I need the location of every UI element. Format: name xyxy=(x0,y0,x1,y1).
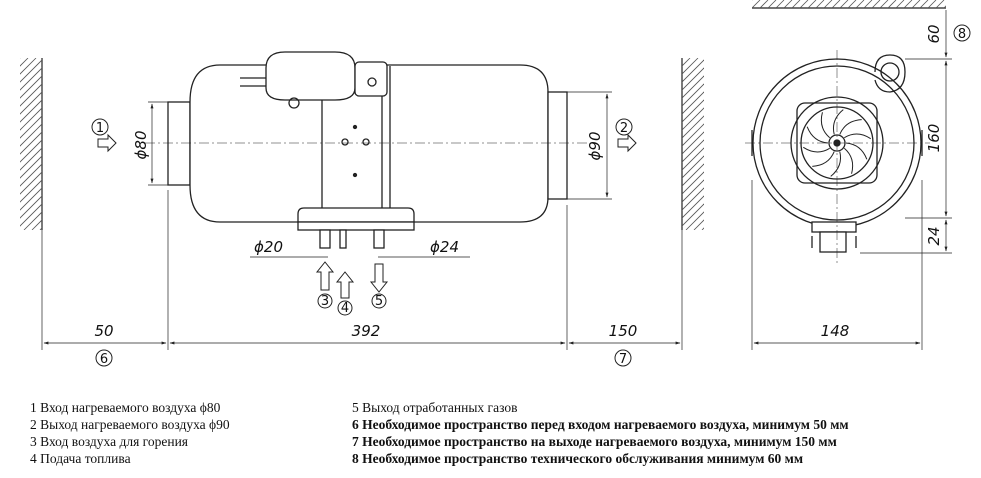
dim-service-clearance: 60 xyxy=(925,24,943,43)
callout-6: 6 xyxy=(95,349,113,367)
fan-blade xyxy=(803,146,830,153)
fan-blade xyxy=(820,112,831,139)
right-wall-hatch xyxy=(681,58,704,230)
legend-item-1: 1 Вход нагреваемого воздуха ϕ80 xyxy=(30,400,221,415)
dim-inlet-gap: 50 xyxy=(94,322,113,340)
fan-blade xyxy=(830,151,842,177)
heater-end-view xyxy=(745,50,930,265)
dim-outlet-diameter: ϕ90 xyxy=(586,132,604,161)
top-wall-hatch xyxy=(752,0,946,9)
callout-8: 8 xyxy=(953,24,971,42)
fan-blade xyxy=(812,151,835,167)
dim-pipe-exhaust: ϕ24 xyxy=(430,238,459,256)
legend-item-8: 8 Необходимое пространство технического … xyxy=(352,451,804,466)
legend-right: 5 Выход отработанных газов 6 Необходимое… xyxy=(352,399,849,467)
fan-blade xyxy=(832,109,844,135)
legend-item-4: 4 Подача топлива xyxy=(30,451,131,466)
dim-end-height: 160 xyxy=(925,124,943,153)
heater-side-view xyxy=(145,51,590,249)
dim-body-length: 392 xyxy=(352,322,381,340)
side-view-dimensions xyxy=(41,91,683,350)
combustion-air-arrow xyxy=(315,261,335,291)
svg-text:1: 1 xyxy=(96,121,104,136)
legend-item-7: 7 Необходимое пространство на выходе наг… xyxy=(352,434,837,449)
legend-item-5: 5 Выход отработанных газов xyxy=(352,400,518,415)
svg-text:2: 2 xyxy=(620,121,628,136)
legend-item-3: 3 Вход воздуха для горения xyxy=(30,434,189,449)
exhaust-arrow xyxy=(369,263,389,293)
dim-end-width: 148 xyxy=(821,322,850,340)
callout-2: 2 xyxy=(615,118,633,136)
svg-text:8: 8 xyxy=(958,27,966,42)
fan-blade xyxy=(844,133,871,140)
dim-inlet-diameter: ϕ80 xyxy=(132,131,150,160)
dim-outlet-gap: 150 xyxy=(609,322,638,340)
callout-5: 5 xyxy=(371,293,387,309)
fan-blade xyxy=(806,126,829,144)
legend-item-6: 6 Необходимое пространство перед входом … xyxy=(352,417,849,432)
svg-text:5: 5 xyxy=(375,294,383,309)
dim-pipe-combustion: ϕ20 xyxy=(254,238,283,256)
callout-1: 1 xyxy=(91,118,109,136)
callout-4: 4 xyxy=(337,300,353,316)
outlet-flow-arrow xyxy=(617,133,637,153)
fuel-arrow xyxy=(335,271,355,299)
fan-blade xyxy=(845,142,868,160)
dim-bottom-height: 24 xyxy=(925,226,943,245)
svg-text:7: 7 xyxy=(619,352,627,367)
fan-blade xyxy=(839,119,862,135)
fan-blade xyxy=(843,147,854,174)
left-wall-hatch xyxy=(20,58,43,230)
svg-text:6: 6 xyxy=(100,352,108,367)
callout-3: 3 xyxy=(317,293,333,309)
svg-text:4: 4 xyxy=(341,301,349,316)
flow-arrows xyxy=(97,133,637,299)
legend-left: 1 Вход нагреваемого воздуха ϕ80 2 Выход … xyxy=(30,399,230,467)
end-view-dimensions xyxy=(751,10,952,350)
callout-7: 7 xyxy=(614,349,632,367)
legend-item-2: 2 Выход нагреваемого воздуха ϕ90 xyxy=(30,417,230,432)
inlet-flow-arrow xyxy=(97,133,117,153)
svg-text:3: 3 xyxy=(321,294,329,309)
